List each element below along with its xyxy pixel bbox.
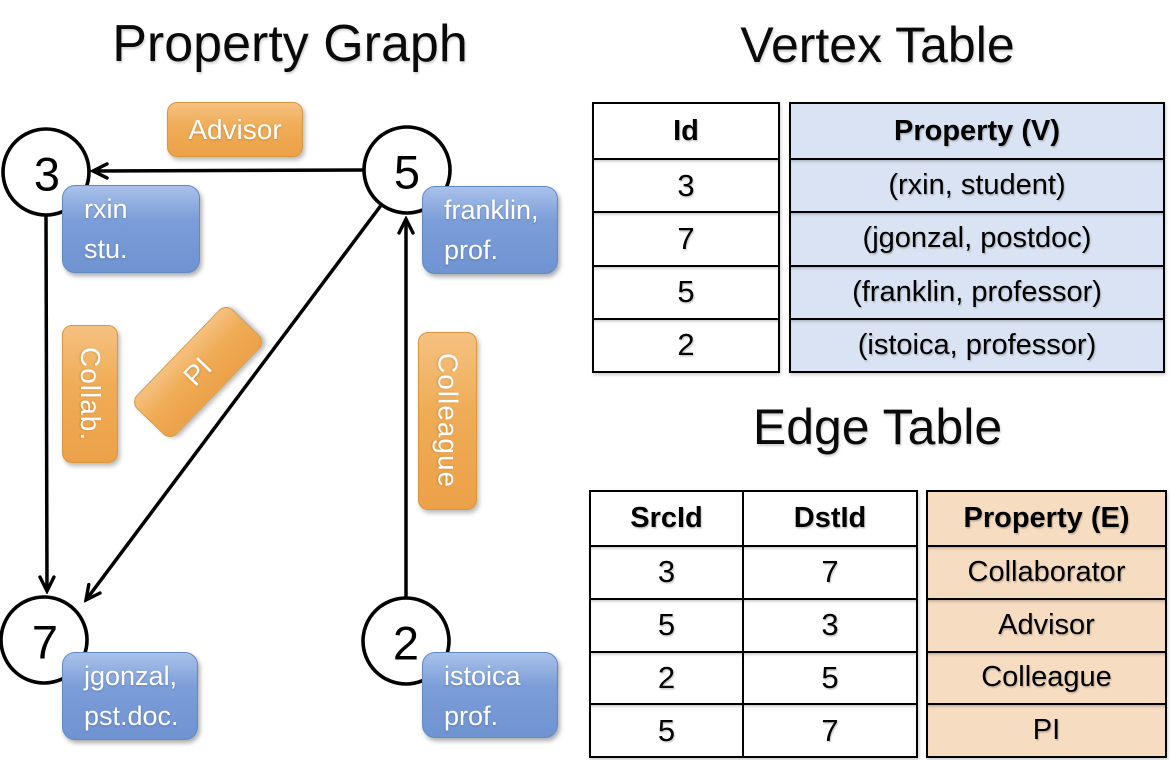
vertex-table-cell-prop-0: (rxin, student) [791,158,1163,211]
edge-label-advisor-text: Advisor [188,113,282,145]
edge-table-cell-dst-3: 7 [744,703,916,756]
edge-table-id-columns: SrcId 3 5 2 5 DstId 7 3 5 7 [589,490,918,758]
edge-label-advisor: Advisor [167,102,303,157]
edge-line-advisor-5-to-3 [93,170,365,171]
vertex-label-istoica-line1: istoica [444,661,521,691]
edge-table-cell-dst-0: 7 [744,545,916,598]
vertex-table-header-property: Property (V) [894,114,1060,147]
edge-table-header-dstid: DstId [793,502,867,534]
edge-table-title: Edge Table [752,399,1003,455]
edge-table-cell-prop-0: Collaborator [928,545,1165,598]
vertex-table-title: Vertex Table [740,17,1015,73]
vertex-table-cell-prop-2: (franklin, professor) [791,264,1163,318]
edge-label-collab: Collab. [62,325,118,463]
edge-table-cell-dst-1: 3 [744,597,916,651]
edge-table-property-column: Property (E) Collaborator Advisor Collea… [926,490,1167,758]
edge-label-colleague-text: Colleague [432,353,464,489]
vertex-table-cell-prop-3: (istoica, professor) [791,317,1163,371]
edge-table-cell-prop-2: Colleague [928,650,1165,704]
vertex-table-cell-id-3: 2 [594,317,778,371]
node-3-id: 3 [34,148,60,201]
node-5-id: 5 [394,146,420,199]
edge-table-cell-src-0: 3 [591,545,742,598]
edge-table-srcid-column: SrcId 3 5 2 5 [591,492,744,756]
vertex-label-jgonzal-line1: jgonzal, [84,661,178,691]
vertex-label-rxin: rxin stu. [62,185,200,273]
vertex-table-cell-id-2: 5 [594,264,778,318]
node-2-id: 2 [393,617,419,670]
edge-label-colleague: Colleague [418,332,477,510]
vertex-label-franklin-line1: franklin, [444,195,539,225]
edge-table-cell-src-3: 5 [591,703,742,756]
vertex-table-id-column: Id 3 7 5 2 [592,102,780,373]
vertex-label-jgonzal: jgonzal, pst.doc. [62,652,198,740]
vertex-table-header-id: Id [673,114,699,147]
edge-table-cell-prop-3: PI [928,703,1165,756]
property-graph-title: Property Graph [112,15,468,73]
vertex-label-franklin: franklin, prof. [422,186,558,274]
edge-table-cell-src-2: 2 [591,650,742,704]
vertex-label-istoica-line2: prof. [444,701,499,731]
vertex-table-cell-prop-1: (jgonzal, postdoc) [791,211,1163,264]
vertex-label-istoica: istoica prof. [422,652,558,738]
vertex-table-cell-id-0: 3 [594,158,778,211]
vertex-label-jgonzal-line2: pst.doc. [84,701,179,731]
edge-table-cell-dst-2: 5 [744,650,916,704]
vertex-label-rxin-line1: rxin [84,194,128,224]
edge-table-header-srcid: SrcId [630,502,703,534]
edge-label-collab-text: Collab. [75,346,106,442]
edge-line-pi-5-to-7 [86,202,384,600]
edge-label-pi-text: PI [177,351,218,392]
edge-line-collaborator-3-to-7 [46,213,47,591]
edge-table-dstid-column: DstId 7 3 5 7 [744,492,916,756]
edge-table-cell-prop-1: Advisor [928,597,1165,651]
edge-table-header-property: Property (E) [963,502,1130,534]
edge-table-cell-src-1: 5 [591,597,742,651]
node-7-id: 7 [32,616,58,669]
vertex-label-franklin-line2: prof. [444,235,499,265]
vertex-table-cell-id-1: 7 [594,211,778,264]
vertex-label-rxin-line2: stu. [84,234,128,264]
vertex-table-property-column: Property (V) (rxin, student) (jgonzal, p… [789,102,1165,373]
